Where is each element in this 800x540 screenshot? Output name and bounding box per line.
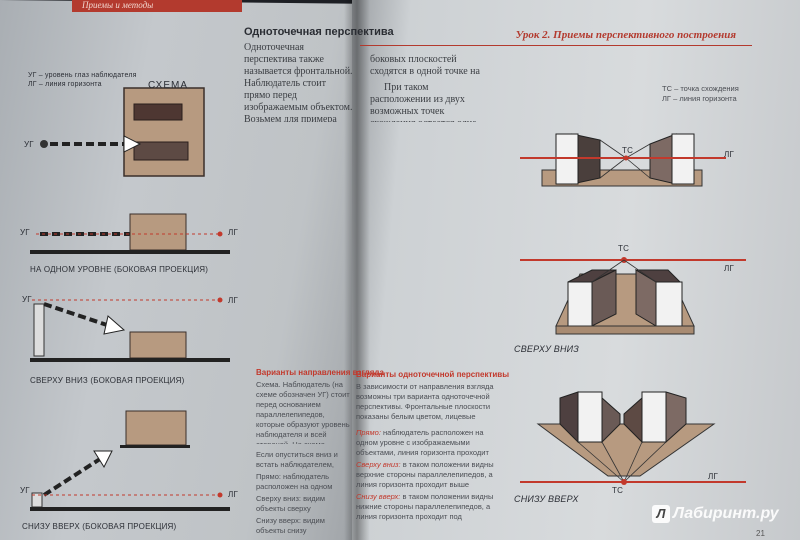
caption-topdown-right: СВЕРХУ ВНИЗ: [514, 344, 580, 354]
bottomup-lg-label: ЛГ: [228, 490, 238, 499]
variants-down: Сверху вниз: видим объекты сверху: [256, 494, 325, 513]
topdown-eye-label: УГ: [22, 295, 32, 304]
topdown-tc-label: ТС: [618, 244, 630, 253]
caption-level: НА ОДНОМ УРОВНЕ (БОКОВАЯ ПРОЕКЦИЯ): [30, 265, 209, 274]
legend-lg-right: ЛГ – линия горизонта: [662, 94, 737, 103]
schema-label: СХЕМА: [148, 80, 188, 91]
straight-lg-label: ЛГ: [724, 150, 734, 159]
bottomup-diagram: [30, 410, 230, 511]
right-header-text: Урок 2. Приемы перспективного построения: [515, 29, 736, 41]
variants-title: Варианты одноточечной перспективы: [356, 370, 510, 379]
column-title: Одноточечная перспектива: [244, 26, 394, 38]
left-page-header: Приемы и методы: [72, 0, 242, 12]
topdown-perspective-diagram: [520, 257, 746, 335]
variants-gaze-text: Схема. Наблюдатель (на схеме обозначен У…: [256, 380, 350, 444]
down-variant: Сверху вниз: в таком положении видны вер…: [356, 460, 496, 490]
intro-text-1: боковых плоскостей сходятся в одной точк…: [370, 54, 480, 80]
labirint-logo-icon: Л: [652, 505, 670, 523]
book-gutter: [344, 0, 370, 540]
bottomup-perspective-diagram: [520, 391, 746, 485]
column-text: Одноточечная перспектива также называетс…: [244, 42, 353, 122]
up-variant: Снизу вверх: в таком положении видны ниж…: [356, 492, 496, 522]
up-variant-label: Снизу вверх:: [356, 492, 401, 501]
straight-variant-text: наблюдатель расположен на одном уровне с…: [356, 428, 489, 457]
bottomup-lg-label-right: ЛГ: [708, 472, 718, 481]
straight-tc-label: ТС: [622, 146, 634, 155]
topdown-lg-label-right: ЛГ: [724, 264, 734, 273]
legend-lg: ЛГ – линия горизонта: [28, 81, 102, 88]
level-diagram: [30, 213, 230, 254]
schema-eye-arrow: [40, 135, 142, 153]
schema-eye-label: УГ: [24, 140, 34, 149]
down-variant-text: в таком положении видны верхние стороны …: [356, 460, 494, 489]
caption-bottomup-right: СНИЗУ ВВЕРХ: [514, 494, 579, 504]
down-variant-label: Сверху вниз:: [356, 460, 401, 469]
intro-text-2: При таком расположении из двух возможных…: [370, 82, 479, 122]
watermark-text: Лабиринт.ру: [673, 505, 779, 523]
level-eye-label: УГ: [20, 228, 30, 237]
page-number: 21: [756, 529, 765, 538]
bottomup-eye-label: УГ: [20, 486, 30, 495]
up-variant-text: в таком положении видны нижние стороны п…: [356, 492, 494, 521]
schema-diagram: [123, 87, 205, 177]
level-lg-label: ЛГ: [228, 228, 238, 237]
topdown-lg-label: ЛГ: [228, 296, 238, 305]
straight-perspective-diagram: [520, 133, 726, 187]
caption-bottomup: СНИЗУ ВВЕРХ (БОКОВАЯ ПРОЕКЦИЯ): [22, 522, 177, 531]
caption-topdown: СВЕРХУ ВНИЗ (БОКОВАЯ ПРОЕКЦИЯ): [30, 376, 185, 385]
straight-variant: Прямо: наблюдатель расположен на одном у…: [356, 428, 496, 458]
straight-variant-label: Прямо:: [356, 428, 381, 437]
variants-text: В зависимости от направления взгляда воз…: [356, 382, 494, 424]
variants-straight: Прямо: наблюдатель расположен на одном у…: [256, 472, 333, 491]
legend-tc: ТС – точка схождения: [662, 84, 739, 93]
variants-gaze-text2: Если опуститься вниз и встать наблюдател…: [256, 450, 338, 469]
bottomup-tc-label: ТС: [612, 486, 624, 495]
right-page-header: Урок 2. Приемы перспективного построения: [360, 26, 752, 46]
variants-up: Снизу вверх: видим объекты снизу: [256, 516, 325, 535]
variants-gaze-title: Варианты направления взгляда: [256, 368, 384, 377]
topdown-diagram: [30, 297, 230, 362]
legend-ug: УГ – уровень глаз наблюдателя: [28, 72, 137, 79]
left-header-text: Приемы и методы: [82, 0, 154, 10]
